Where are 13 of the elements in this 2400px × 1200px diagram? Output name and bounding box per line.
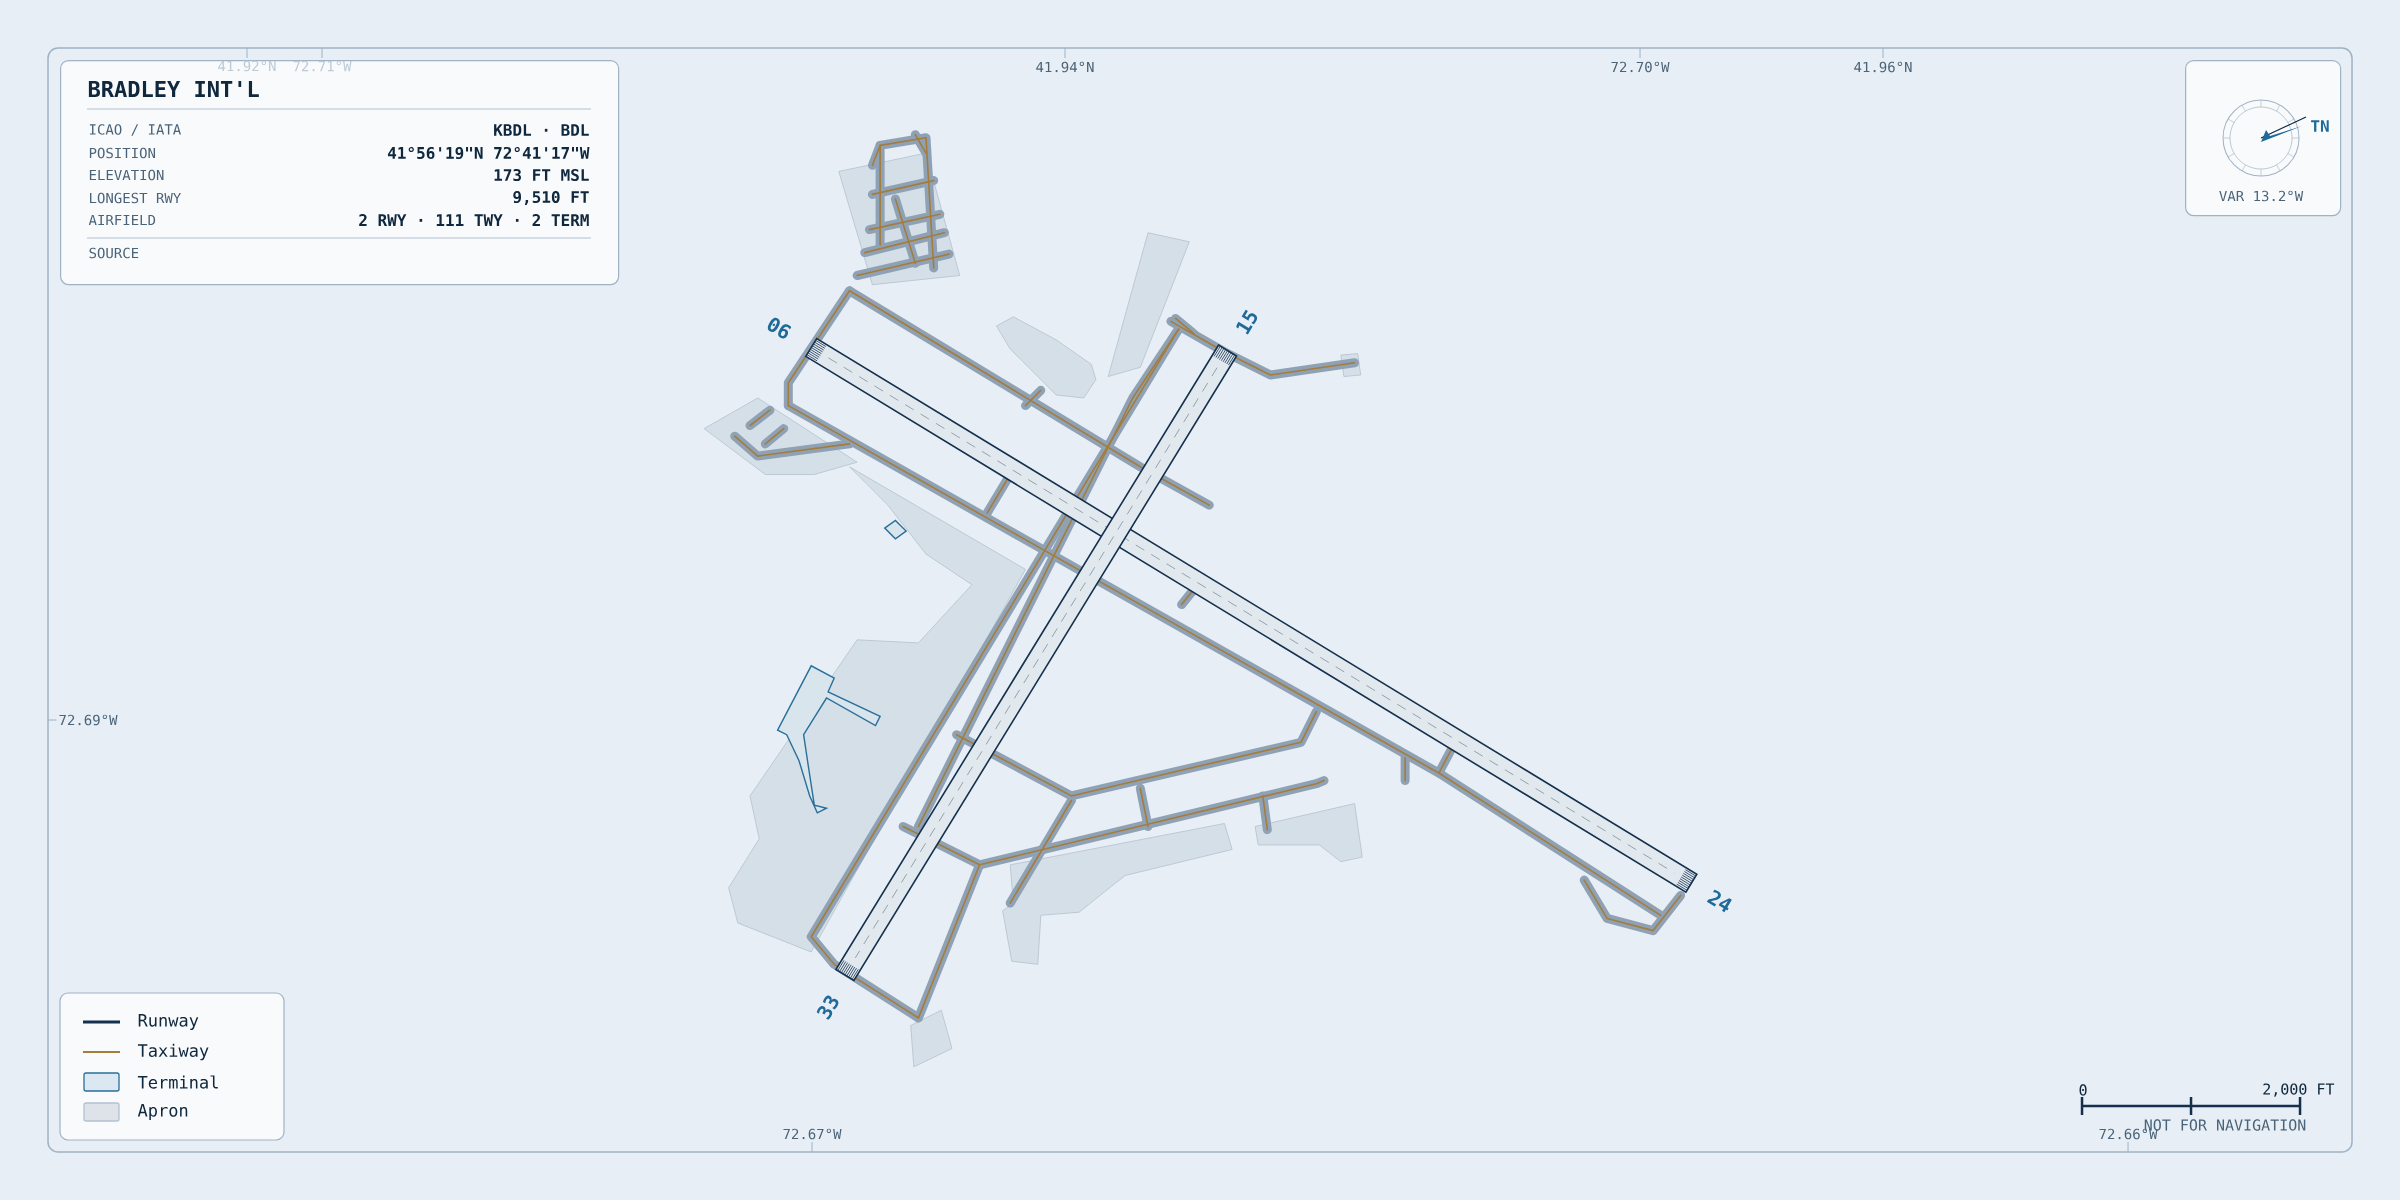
runway-number: 15 xyxy=(1236,309,1258,335)
legend-label: Terminal xyxy=(137,1075,218,1089)
scale-label: 0 xyxy=(2079,1084,2087,1096)
legend-label: Taxiway xyxy=(137,1043,209,1061)
coord-label: 72.71°W xyxy=(293,60,352,72)
scale-label: 2,000 FT xyxy=(2263,1083,2335,1097)
legend-label: Apron xyxy=(137,1104,188,1120)
legend-label: Runway xyxy=(138,1014,199,1030)
coord-label: 41.92°N xyxy=(218,60,276,72)
runway-number: 06 xyxy=(767,317,792,339)
compass-panel: TN VAR 13.2°W xyxy=(2185,60,2342,217)
runway-number: 24 xyxy=(1706,889,1732,913)
runway-number: 33 xyxy=(816,995,839,1020)
